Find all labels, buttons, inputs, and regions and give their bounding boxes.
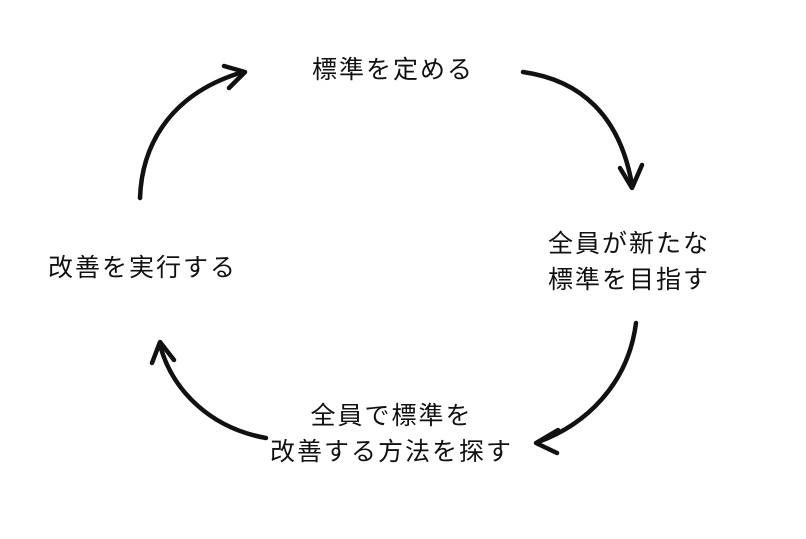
step-find-improvement: 全員で標準を 改善する方法を探す <box>270 398 513 470</box>
arrow-top-right <box>520 69 645 191</box>
step-aim-new-standard: 全員が新たな 標準を目指す <box>548 226 710 298</box>
step-find-improvement-line2: 改善する方法を探す <box>270 437 514 466</box>
step-set-standard: 標準を定める <box>312 52 474 88</box>
step-set-standard-text: 標準を定める <box>312 55 475 84</box>
arrow-bottom-left <box>149 339 269 441</box>
step-execute-improvement-text: 改善を実行する <box>48 253 238 282</box>
arrow-top-left <box>137 63 248 201</box>
step-execute-improvement: 改善を実行する <box>48 250 237 286</box>
arrow-bottom-right <box>533 320 639 456</box>
step-find-improvement-line1: 全員で標準を <box>310 401 473 430</box>
step-aim-new-standard-line2: 標準を目指す <box>548 265 711 294</box>
step-aim-new-standard-line1: 全員が新たな <box>548 229 711 258</box>
